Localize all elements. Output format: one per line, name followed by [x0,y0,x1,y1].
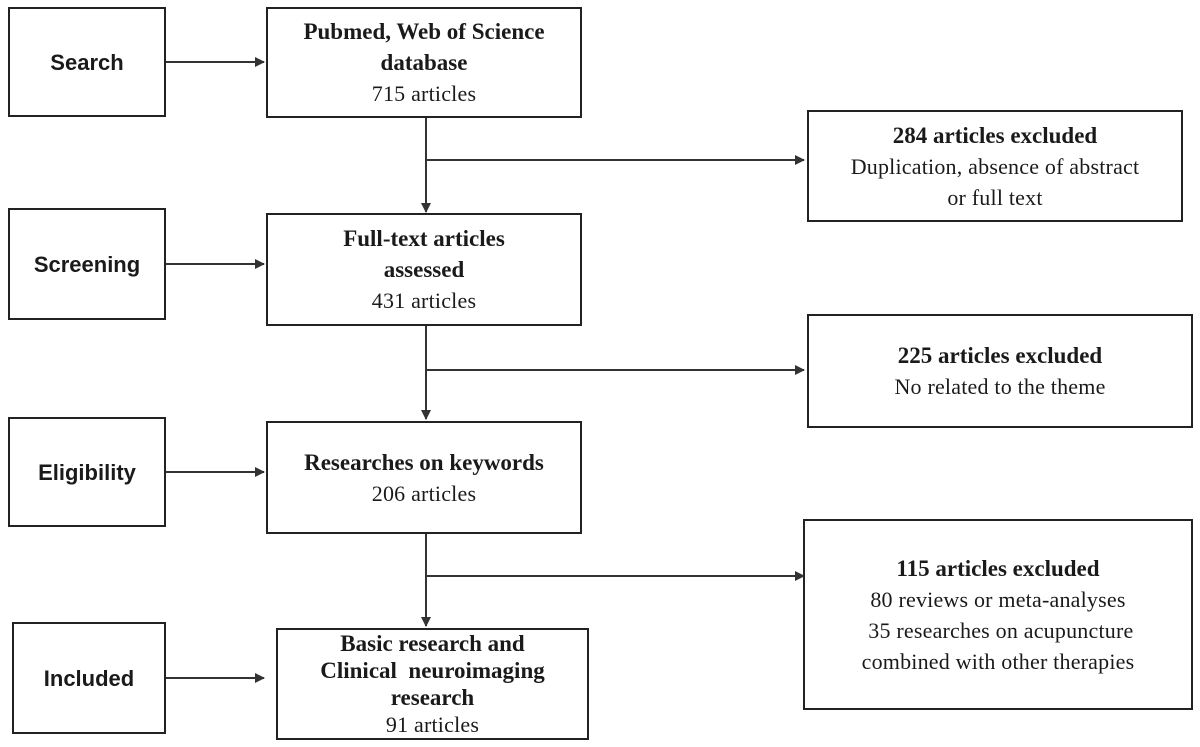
included-line2: Clinical neuroimaging [320,658,545,683]
stage-eligibility-label: Eligibility [38,459,136,485]
stage-search-label: Search [50,49,124,75]
stage-screening: Screening [8,208,166,320]
exclusion-second-title: 225 articles excluded [897,343,1103,368]
assessed-line1: Full-text articles [343,226,505,251]
box-exclusion-third: 115 articles excluded 80 reviews or meta… [803,519,1193,710]
exclusion-third-reason-line3: combined with other therapies [861,648,1135,674]
box-exclusion-second: 225 articles excluded No related to the … [807,314,1193,428]
identified-source-line2: database [380,50,468,75]
keywords-count: 206 articles [371,480,477,506]
box-researches-on-keywords: Researches on keywords 206 articles [266,421,582,534]
included-count: 91 articles [385,712,480,737]
exclusion-third-reason-line2: 35 researches on acupuncture [862,617,1134,643]
identified-count: 715 articles [371,81,477,106]
box-studies-included: Basic research and Clinical neuroimaging… [276,628,589,740]
included-line3: research [390,685,475,710]
stage-eligibility: Eligibility [8,417,166,527]
exclusion-third-title: 115 articles excluded [896,555,1100,581]
included-line1: Basic research and [340,631,525,656]
exclusion-first-reason-line1: Duplication, absence of abstract [850,153,1140,179]
stage-search: Search [8,7,166,117]
box-full-text-assessed: Full-text articles assessed 431 articles [266,213,582,326]
assessed-count: 431 articles [371,288,477,313]
stage-included-label: Included [43,665,135,691]
box-records-identified: Pubmed, Web of Science database 715 arti… [266,7,582,118]
assessed-line2: assessed [383,257,465,282]
stage-included: Included [12,622,166,734]
keywords-line1: Researches on keywords [304,449,544,475]
exclusion-first-reason-line2: or full text [947,184,1043,210]
identified-source-line1: Pubmed, Web of Science [303,19,545,44]
exclusion-third-reason-line1: 80 reviews or meta-analyses [870,586,1126,612]
exclusion-first-title: 284 articles excluded [892,122,1098,148]
exclusion-second-reason: No related to the theme [894,374,1106,399]
stage-screening-label: Screening [33,251,141,277]
box-exclusion-first: 284 articles excluded Duplication, absen… [807,110,1183,222]
